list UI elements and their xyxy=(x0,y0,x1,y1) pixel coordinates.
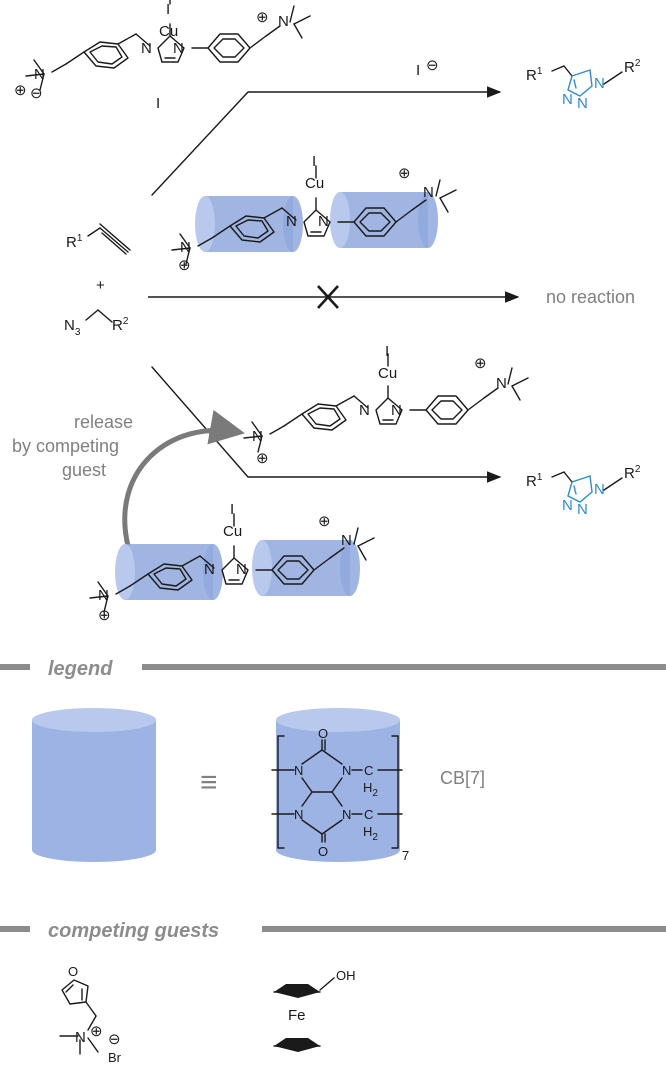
h2-label: H2 xyxy=(363,824,378,843)
atom-n: N xyxy=(75,1029,86,1046)
atom-n: N xyxy=(173,40,184,57)
caged-catalyst-bottom: N ⊕ N N Cu I N ⊕ xyxy=(89,501,375,624)
atom-n: N xyxy=(594,75,605,92)
atom-cu: Cu xyxy=(159,23,178,40)
hydroxyl-label: OH xyxy=(336,968,356,983)
release-label: by competing xyxy=(12,436,119,456)
release-arrow xyxy=(122,409,245,547)
equivalence-symbol: ≡ xyxy=(200,766,218,799)
section-rule xyxy=(0,664,30,670)
atom-n: N xyxy=(141,40,152,57)
atom-n: N xyxy=(496,375,507,392)
atom-c: C xyxy=(364,763,373,778)
cucurbituril-cylinder-icon xyxy=(32,708,156,862)
atom-iodine: I xyxy=(230,501,234,518)
ferrocene-guest-structure: OH Fe xyxy=(273,968,356,1052)
r1-label: R1 xyxy=(66,233,83,251)
atom-n: N xyxy=(180,239,191,256)
legend-title: legend xyxy=(48,658,113,680)
competing-guests-title: competing guests xyxy=(48,920,219,942)
charge-plus-icon: ⊕ xyxy=(98,607,111,624)
charge-plus-icon: ⊕ xyxy=(474,355,487,372)
atom-n: N xyxy=(577,501,588,518)
r1-label: R1 xyxy=(526,472,543,490)
atom-n: N xyxy=(391,402,402,419)
r2-label: R2 xyxy=(112,316,129,334)
atom-iodine: I xyxy=(385,343,389,360)
plus-sign: + xyxy=(96,277,105,294)
charge-plus-icon: ⊕ xyxy=(318,513,331,530)
charge-plus-icon: ⊕ xyxy=(398,165,411,182)
azide-label: N3 xyxy=(64,317,81,338)
section-rule xyxy=(262,926,666,932)
atom-n: N xyxy=(204,561,215,578)
free-catalyst-top: N N N Cu I N ⊕ ⊕ ⊖ I ⊖ I xyxy=(14,0,439,112)
atom-n: N xyxy=(342,763,351,778)
release-label: guest xyxy=(62,460,106,480)
h2-label: H2 xyxy=(363,780,378,799)
furan-guest-structure: O N ⊕ ⊖ Br xyxy=(59,964,122,1065)
r2-label: R2 xyxy=(624,58,641,76)
caged-catalyst-middle: N ⊕ N N Cu I N ⊕ xyxy=(171,153,457,274)
cb7-label: CB[7] xyxy=(440,768,485,788)
charge-minus-icon: ⊖ xyxy=(108,1031,121,1048)
atom-n: N xyxy=(594,481,605,498)
atom-fe: Fe xyxy=(288,1007,306,1024)
atom-n: N xyxy=(98,587,109,604)
atom-n: N xyxy=(294,807,303,822)
repeat-count: 7 xyxy=(402,848,409,863)
atom-n: N xyxy=(252,428,263,445)
triazole-product-bottom: R1 N N N R2 xyxy=(526,464,641,518)
cb7-structure-icon: O N N C H2 N N C H2 O 7 xyxy=(271,708,409,863)
bromide-label: Br xyxy=(108,1050,122,1065)
branch-line-top xyxy=(151,91,249,196)
branch-line-bottom xyxy=(151,366,249,478)
iodide-label: I xyxy=(156,95,160,112)
atom-n: N xyxy=(286,213,297,230)
atom-cu: Cu xyxy=(223,523,242,540)
atom-n: N xyxy=(341,532,352,549)
reactants: R1 + N3 R2 xyxy=(64,223,131,338)
atom-o: O xyxy=(318,726,328,741)
atom-n: N xyxy=(294,763,303,778)
r1-label: R1 xyxy=(526,66,543,84)
atom-o: O xyxy=(68,964,78,979)
section-rule xyxy=(142,664,666,670)
legend-section: legend ≡ xyxy=(0,658,666,863)
atom-n: N xyxy=(577,95,588,112)
atom-n: N xyxy=(318,213,329,230)
charge-plus-icon: ⊕ xyxy=(256,450,269,467)
atom-n: N xyxy=(562,91,573,108)
atom-iodine: I xyxy=(166,1,170,18)
atom-iodine: I xyxy=(312,153,316,170)
charge-plus-icon: ⊕ xyxy=(256,9,269,26)
charge-minus-icon: ⊖ xyxy=(30,85,43,102)
atom-n: N xyxy=(423,184,434,201)
atom-c: C xyxy=(364,807,373,822)
charge-plus-icon: ⊕ xyxy=(90,1023,103,1040)
atom-cu: Cu xyxy=(305,175,324,192)
release-label: release xyxy=(74,412,133,432)
r2-label: R2 xyxy=(624,464,641,482)
cross-icon xyxy=(317,285,339,309)
atom-n: N xyxy=(236,561,247,578)
charge-plus-icon: ⊕ xyxy=(14,82,27,99)
triazole-product-top: R1 N N N R2 xyxy=(526,58,641,112)
charge-plus-icon: ⊕ xyxy=(178,257,191,274)
atom-o: O xyxy=(318,844,328,859)
no-reaction-label: no reaction xyxy=(546,287,635,307)
section-rule xyxy=(0,926,30,932)
atom-n: N xyxy=(342,807,351,822)
competing-guests-section: competing guests O N ⊕ ⊖ Br OH Fe xyxy=(0,920,666,1065)
iodide-label: I xyxy=(416,62,420,79)
atom-n: N xyxy=(562,497,573,514)
atom-cu: Cu xyxy=(378,365,397,382)
atom-n: N xyxy=(34,66,45,83)
released-catalyst: N ⊕ N N Cu I N ⊕ xyxy=(243,343,529,467)
atom-n: N xyxy=(359,402,370,419)
charge-minus-icon: ⊖ xyxy=(426,57,439,74)
atom-n: N xyxy=(278,13,289,30)
